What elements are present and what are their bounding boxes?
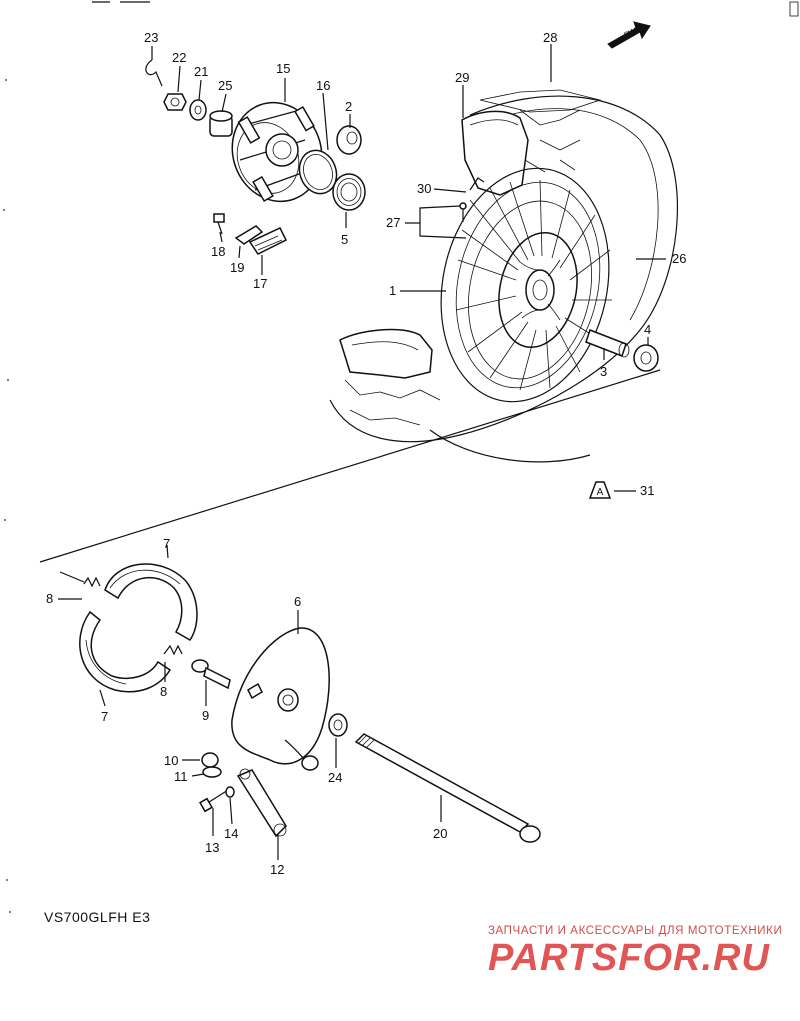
- callout-9: 9: [202, 708, 209, 723]
- callout-numbers: 23 22 21 25 15 16 2 5 18 19 17 28 29 30 …: [46, 30, 686, 877]
- bolt-18: [213, 213, 225, 235]
- brake-cam-9: [191, 659, 231, 690]
- callout-30: 30: [417, 181, 431, 196]
- callout-2: 2: [345, 99, 352, 114]
- callout-6: 6: [294, 594, 301, 609]
- brake-panel-6: [231, 627, 330, 771]
- valve-30: [469, 177, 485, 191]
- washer-14: [225, 786, 235, 798]
- callout-11: 11: [174, 769, 188, 784]
- callout-16: 16: [316, 78, 330, 93]
- bolt-13: [199, 789, 229, 813]
- bushing-25: [209, 110, 233, 137]
- callout-21: 21: [194, 64, 208, 79]
- fwd-arrow: FWD: [607, 21, 651, 49]
- plate-17: [248, 227, 288, 255]
- callout-13: 13: [205, 840, 219, 855]
- callout-7-upper: 7: [163, 536, 170, 551]
- plate-19: [234, 225, 264, 245]
- watermark-tagline: ЗАПЧАСТИ И АКСЕССУАРЫ ДЛЯ МОТОТЕХНИКИ: [488, 925, 782, 937]
- model-label: VS700GLFH E3: [44, 909, 150, 925]
- bearing-5: [332, 173, 366, 211]
- callout-18: 18: [211, 244, 225, 259]
- callout-28: 28: [543, 30, 557, 45]
- nut-22: [163, 93, 187, 111]
- nut-10: [201, 752, 219, 768]
- callout-10: 10: [164, 753, 178, 768]
- cotter-pin-23: [145, 59, 163, 87]
- callout-7-lower: 7: [101, 709, 108, 724]
- brake-shoe-lower-7: [79, 610, 172, 693]
- hub-assembly-15: [231, 101, 323, 203]
- watermark-brand: PARTSFOR.RU: [488, 937, 770, 979]
- assembly-divider-line: [39, 369, 661, 563]
- callout-25: 25: [218, 78, 232, 93]
- callout-29: 29: [455, 70, 469, 85]
- scan-edge-marks: [3, 79, 11, 913]
- callout-26: 26: [672, 251, 686, 266]
- callout-19: 19: [230, 260, 244, 275]
- brake-shoe-upper-7: [104, 563, 198, 641]
- spring-8-upper: [83, 576, 101, 588]
- callout-31: 31: [640, 483, 654, 498]
- collar-24: [328, 713, 348, 737]
- brake-arm-12: [236, 768, 287, 838]
- spacer-2: [336, 125, 362, 155]
- reference-symbol-31: A: [588, 481, 612, 499]
- bolt-27: [459, 202, 467, 210]
- callout-15: 15: [276, 61, 290, 76]
- rim-and-spokes-1: [440, 167, 612, 403]
- callout-4: 4: [644, 322, 651, 337]
- callout-8-upper: 8: [46, 591, 53, 606]
- axle-20: [354, 733, 541, 843]
- corner-mark: [789, 1, 799, 17]
- callout-14: 14: [224, 826, 238, 841]
- spring-8-lower: [163, 644, 183, 656]
- callout-8-lower: 8: [160, 684, 167, 699]
- callout-5: 5: [341, 232, 348, 247]
- washer-21: [189, 99, 207, 121]
- callout-17: 17: [253, 276, 267, 291]
- callout-23: 23: [144, 30, 158, 45]
- callout-12: 12: [270, 862, 284, 877]
- callout-1: 1: [389, 283, 396, 298]
- reference-symbol-label: A: [597, 487, 604, 498]
- callout-20: 20: [433, 826, 447, 841]
- collar-4: [633, 344, 659, 372]
- callout-27: 27: [386, 215, 400, 230]
- axle-spacer-3: [585, 329, 630, 358]
- callout-24: 24: [328, 770, 342, 785]
- callout-22: 22: [172, 50, 186, 65]
- washer-11: [202, 766, 222, 778]
- leader-lines: [58, 44, 666, 860]
- callout-3: 3: [600, 364, 607, 379]
- o-ring-16: [298, 149, 338, 195]
